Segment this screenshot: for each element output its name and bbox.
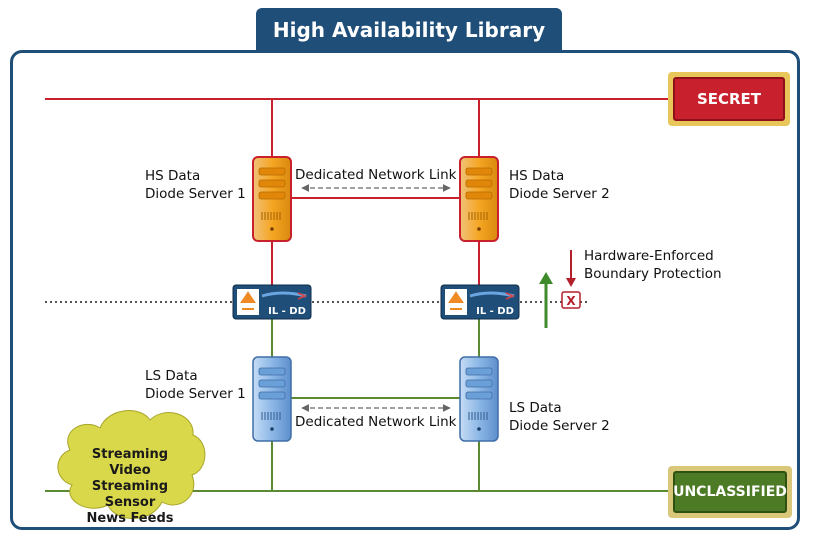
feed-streaming-video: Streaming Video	[91, 447, 169, 478]
diode-1-label: IL - DD	[268, 306, 306, 317]
secret-label: SECRET	[673, 77, 785, 121]
data-diode-1-icon	[232, 284, 312, 320]
data-feeds-cloud-icon	[57, 410, 206, 519]
hs-server-2-label: HS Data Diode Server 2	[509, 167, 610, 203]
diode-2-label: IL - DD	[476, 306, 514, 317]
boundary-line2: Boundary Protection	[584, 266, 722, 282]
diagram-frame	[10, 50, 800, 530]
ls-server-2-icon	[459, 356, 499, 442]
diagram-title: High Availability Library	[256, 8, 562, 52]
hs-server-2-icon	[459, 156, 499, 242]
ls-link-label: Dedicated Network Link	[295, 414, 457, 430]
feed-news: News Feeds	[86, 511, 174, 526]
ls-server-2-line1: LS Data	[509, 400, 562, 416]
hs-server-2-line2: Diode Server 2	[509, 186, 610, 202]
feed-streaming-sensor: Streaming Sensor	[91, 479, 169, 510]
downward-blocked-arrow-icon	[561, 250, 581, 309]
hs-server-1-icon	[252, 156, 292, 242]
unclassified-badge: UNCLASSIFIED	[668, 466, 792, 518]
ls-server-1-line2: Diode Server 1	[145, 386, 246, 402]
data-diode-2-icon	[440, 284, 520, 320]
ls-server-1-icon	[252, 356, 292, 442]
ls-server-2-line2: Diode Server 2	[509, 418, 610, 434]
blocked-x-mark: X	[566, 294, 576, 308]
upward-allowed-arrow-icon	[539, 272, 553, 328]
hs-server-1-label: HS Data Diode Server 1	[145, 167, 246, 203]
boundary-protection-label: Hardware-Enforced Boundary Protection	[584, 247, 722, 283]
hs-link-label: Dedicated Network Link	[295, 167, 457, 183]
ls-server-1-label: LS Data Diode Server 1	[145, 367, 246, 403]
hs-server-1-line2: Diode Server 1	[145, 186, 246, 202]
ls-server-2-label: LS Data Diode Server 2	[509, 399, 610, 435]
boundary-line1: Hardware-Enforced	[584, 248, 714, 264]
hs-server-2-line1: HS Data	[509, 168, 565, 184]
ls-server-1-line1: LS Data	[145, 368, 198, 384]
data-feeds-text: Streaming Video Streaming Sensor News Fe…	[70, 447, 190, 527]
hs-server-1-line1: HS Data	[145, 168, 201, 184]
unclassified-label: UNCLASSIFIED	[673, 471, 787, 513]
secret-badge: SECRET	[668, 72, 790, 126]
